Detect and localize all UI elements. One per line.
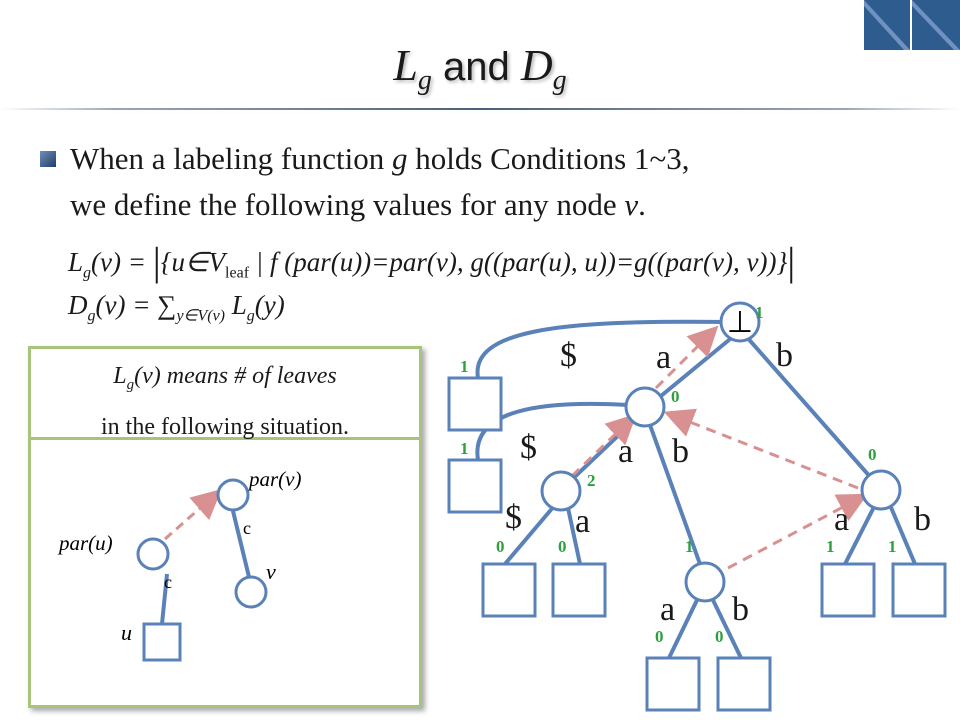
label-par-u: par(u) xyxy=(57,531,113,555)
arrow-n1-to-root xyxy=(654,325,719,390)
edge-n2-leaf1 xyxy=(503,503,557,566)
corner-decoration xyxy=(864,0,960,50)
leaf-6 xyxy=(891,562,947,618)
count-leaf-5: 1 xyxy=(826,537,835,556)
edge-label-4: $ xyxy=(520,429,537,466)
edge-n4-leaf4 xyxy=(710,597,744,661)
title-rule xyxy=(0,108,960,110)
edge-label-9: a xyxy=(834,501,849,538)
edge-label-2: a xyxy=(656,339,671,376)
node-par-u xyxy=(136,537,170,571)
count-leaf-3: 0 xyxy=(655,627,664,646)
arrow-n4-to-n3 xyxy=(727,493,868,570)
node-v xyxy=(234,575,268,609)
count-n1: 0 xyxy=(671,387,680,406)
count-leaf-6: 1 xyxy=(888,537,897,556)
lg-formula: Lg(v) = |{u∈Vleaf | f (par(u))=par(v), g… xyxy=(68,239,796,284)
edge-label-7: $ xyxy=(505,499,522,536)
panel-header: Lg(v) means # of leaves in the following… xyxy=(31,349,419,440)
edge-v xyxy=(231,510,251,578)
edge-label-5: a xyxy=(618,433,633,470)
dg-formula: Dg(v) = ∑y∈V(v) Lg(y) xyxy=(68,290,285,325)
arrow-par-u-to-par-v xyxy=(164,489,222,541)
edge-u xyxy=(160,573,169,625)
count-leaf-4: 0 xyxy=(715,627,724,646)
count-n4: 1 xyxy=(685,537,694,556)
leaf-1 xyxy=(481,562,537,618)
edge-n4-leaf3 xyxy=(666,597,700,661)
count-root: 1 xyxy=(755,303,764,322)
edge-n2-leaf2 xyxy=(566,507,582,565)
node-n1 xyxy=(624,386,666,428)
edge-label-11: a xyxy=(660,591,675,628)
arrow-n3-to-n1 xyxy=(663,408,859,490)
bullet-paragraph: When a labeling function g holds Conditi… xyxy=(70,136,689,228)
count-leaf-1: 0 xyxy=(496,537,505,556)
node-root xyxy=(719,301,761,343)
edge-n3-leaf6 xyxy=(888,504,917,565)
root-symbol: ⊥ xyxy=(727,306,753,339)
slide-title: Lg and Dg xyxy=(393,41,567,96)
leaf-5 xyxy=(820,562,876,618)
leaf-a xyxy=(447,376,503,432)
count-n3: 0 xyxy=(868,445,877,464)
panel-diagram: par(v) par(u) c c v u xyxy=(57,467,301,662)
edge-label-12: b xyxy=(732,591,749,628)
leaf-2 xyxy=(551,562,607,618)
edge-root-n1 xyxy=(648,333,737,407)
leaf-b xyxy=(447,458,503,514)
edge-label-3: b xyxy=(776,337,793,374)
label-par-v: par(v) xyxy=(247,467,301,491)
bullet-marker xyxy=(40,151,56,167)
label-v: v xyxy=(266,559,276,584)
bullet-line-2: we define the following values for any n… xyxy=(70,187,646,222)
curve-root-to-leaf-a xyxy=(475,319,723,379)
edge-root-n3 xyxy=(743,333,882,490)
edge-label-10: b xyxy=(914,501,931,538)
edge-label-c-v: c xyxy=(243,518,251,538)
leaf-u xyxy=(142,622,182,662)
count-leaf-a: 1 xyxy=(460,357,469,376)
node-n4 xyxy=(684,561,726,603)
count-leaf-2: 0 xyxy=(558,537,567,556)
edge-label-6: b xyxy=(672,433,689,470)
explanation-panel: Lg(v) means # of leaves in the following… xyxy=(28,346,422,708)
edge-n3-leaf5 xyxy=(843,504,877,565)
leaf-4 xyxy=(716,656,772,712)
edge-n1-n4 xyxy=(648,424,707,579)
node-par-v xyxy=(216,478,250,512)
leaf-3 xyxy=(645,656,701,712)
arrow-n2-to-n1 xyxy=(570,413,637,478)
bullet-line-1: When a labeling function g holds Conditi… xyxy=(70,141,690,176)
edge-label-1: $ xyxy=(560,337,577,374)
edge-label-8: a xyxy=(575,503,590,540)
label-u: u xyxy=(121,620,132,645)
curve-n1-to-leaf-b xyxy=(475,401,629,461)
count-leaf-b: 1 xyxy=(460,439,469,458)
node-n2 xyxy=(540,470,582,512)
node-n3 xyxy=(860,469,902,511)
count-n2: 2 xyxy=(587,471,596,490)
edge-label-c-u: c xyxy=(164,572,172,592)
